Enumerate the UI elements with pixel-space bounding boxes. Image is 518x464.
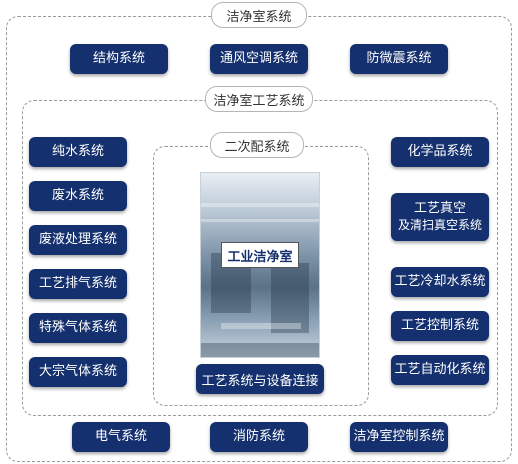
box-process-exhaust: 工艺排气系统 <box>29 269 127 299</box>
outer-title: 洁净室系统 <box>211 2 307 28</box>
box-cooling-water: 工艺冷却水系统 <box>391 267 489 297</box>
box-process-control: 工艺控制系统 <box>391 311 489 341</box>
box-structure: 结构系统 <box>70 44 168 74</box>
box-hvac: 通风空调系统 <box>210 44 308 74</box>
box-bulk-gas: 大宗气体系统 <box>29 357 127 387</box>
inner-title: 二次配系统 <box>210 132 304 158</box>
box-anti-vibration: 防微震系统 <box>350 44 448 74</box>
middle-title: 洁净室工艺系统 <box>205 86 313 112</box>
box-process-connection: 工艺系统与设备连接 <box>196 364 324 394</box>
box-vacuum-line1: 工艺真空 <box>413 201 466 216</box>
box-fire-protection: 消防系统 <box>210 422 308 452</box>
box-wastewater: 废水系统 <box>29 181 127 211</box>
box-process-automation: 工艺自动化系统 <box>391 355 489 385</box>
photo-label: 工业洁净室 <box>221 242 299 268</box>
box-vacuum-line2: 及清扫真空系统 <box>397 218 482 232</box>
box-pure-water: 纯水系统 <box>29 137 127 167</box>
box-vacuum: 工艺真空 及清扫真空系统 <box>391 193 489 241</box>
box-waste-liquid: 废液处理系统 <box>29 225 127 255</box>
box-cleanroom-control: 洁净室控制系统 <box>350 422 448 452</box>
box-electrical: 电气系统 <box>72 422 170 452</box>
box-special-gas: 特殊气体系统 <box>29 313 127 343</box>
box-chemical: 化学品系统 <box>391 137 489 167</box>
